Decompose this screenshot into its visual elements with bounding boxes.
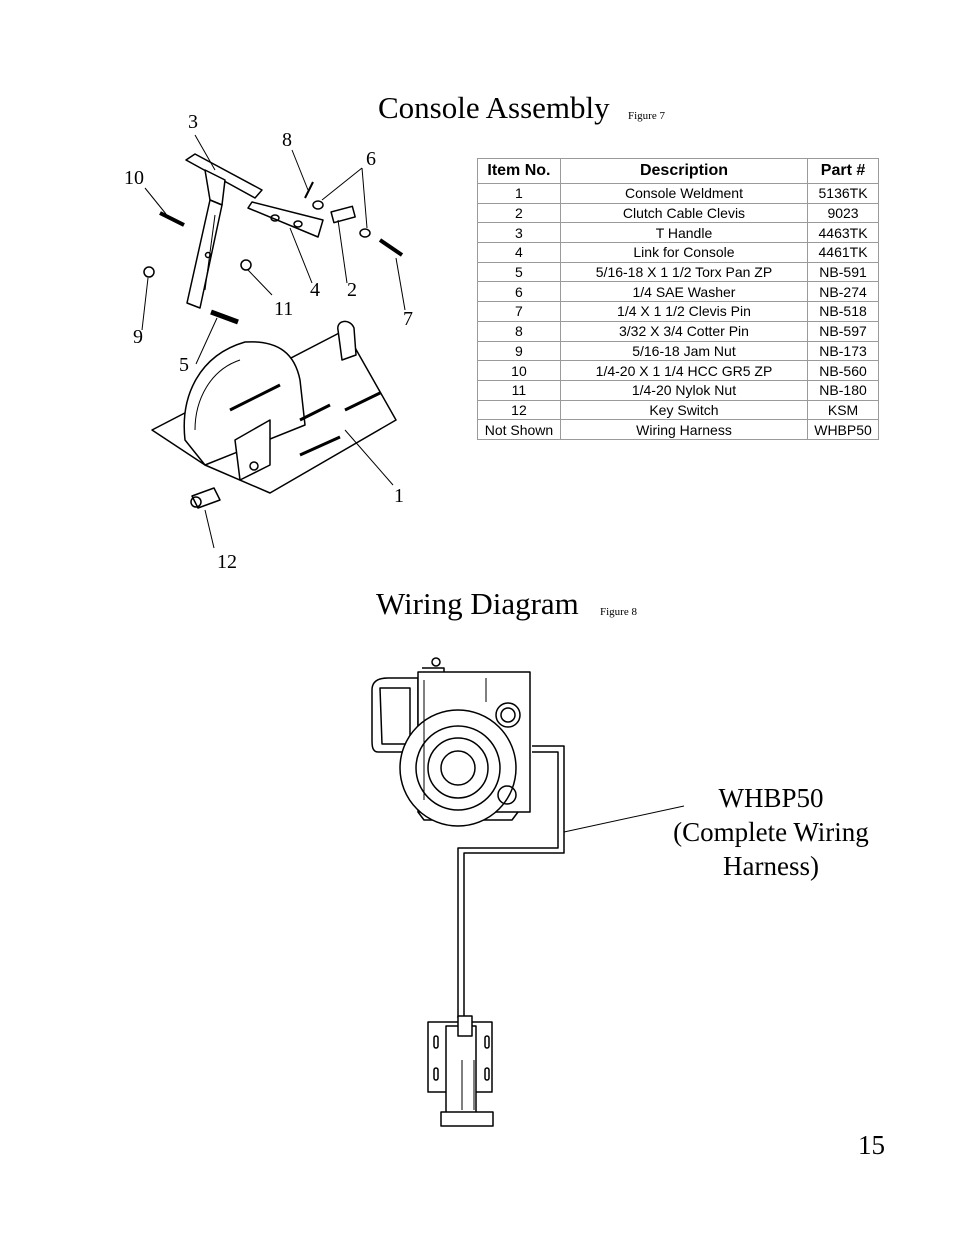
item-no-cell: Not Shown [477, 419, 561, 440]
clevis-pin-part [378, 238, 404, 257]
figure-7-label: Figure 7 [628, 110, 665, 122]
washer-part [312, 200, 324, 210]
torx-bolt-part [210, 309, 239, 325]
callout-2: 2 [347, 279, 357, 301]
cotter-pin-part [304, 181, 314, 199]
part-number-cell: 4461TK [807, 242, 879, 263]
parts-table-header: Item No. Description Part # [477, 158, 879, 184]
callout-4: 4 [310, 279, 320, 301]
callout-3: 3 [188, 111, 198, 133]
callout-8: 8 [282, 129, 292, 151]
part-number-cell: WHBP50 [807, 419, 879, 440]
header-description: Description [559, 158, 809, 184]
harness-leader-line [563, 805, 685, 833]
harness-label: WHBP50 (Complete Wiring Harness) [664, 781, 878, 883]
description-cell: Wiring Harness [559, 419, 809, 440]
console-assembly-title: Console Assembly [378, 90, 610, 125]
clevis-part [330, 205, 356, 224]
leader-lines [141, 134, 406, 549]
washer-part [359, 228, 371, 238]
t-handle-part [185, 153, 263, 309]
description-cell: 1/4-20 Nylok Nut [559, 379, 809, 401]
callout-7: 7 [403, 308, 413, 330]
callout-12: 12 [217, 551, 237, 573]
callout-1: 1 [394, 485, 404, 507]
page-number: 15 [858, 1130, 885, 1160]
callout-11: 11 [274, 298, 294, 320]
harness-label-line3: Harness) [723, 851, 819, 881]
callout-5: 5 [179, 354, 189, 376]
header-part-number: Part # [807, 158, 879, 184]
figure-8-label: Figure 8 [600, 606, 637, 618]
description-cell: 3/32 X 3/4 Cotter Pin [559, 320, 809, 342]
part-number-cell: NB-560 [807, 360, 879, 381]
console-weldment-part [151, 320, 397, 494]
key-switch-part [190, 487, 221, 509]
part-number-cell: 9023 [807, 202, 879, 224]
harness-label-line2: (Complete Wiring [673, 817, 869, 847]
key-switch-bracket [427, 1015, 494, 1127]
nylok-nut-part [240, 259, 252, 271]
jam-nut-part [143, 266, 155, 278]
part-number-cell: 5136TK [807, 183, 879, 204]
part-number-cell: KSM [807, 399, 879, 421]
callout-9: 9 [133, 326, 143, 348]
wiring-diagram-title: Wiring Diagram [376, 586, 579, 621]
callout-6: 6 [366, 148, 376, 170]
engine-outline [371, 657, 531, 827]
link-part [247, 201, 324, 238]
bolt-part [159, 211, 185, 227]
description-cell: 5/16-18 Jam Nut [559, 340, 809, 362]
harness-label-line1: WHBP50 [718, 783, 824, 813]
part-number-cell: 4463TK [807, 222, 879, 244]
callout-10: 10 [124, 167, 144, 189]
description-cell: 5/16-18 X 1 1/2 Torx Pan ZP [559, 261, 809, 283]
part-number-cell: NB-597 [807, 320, 879, 342]
